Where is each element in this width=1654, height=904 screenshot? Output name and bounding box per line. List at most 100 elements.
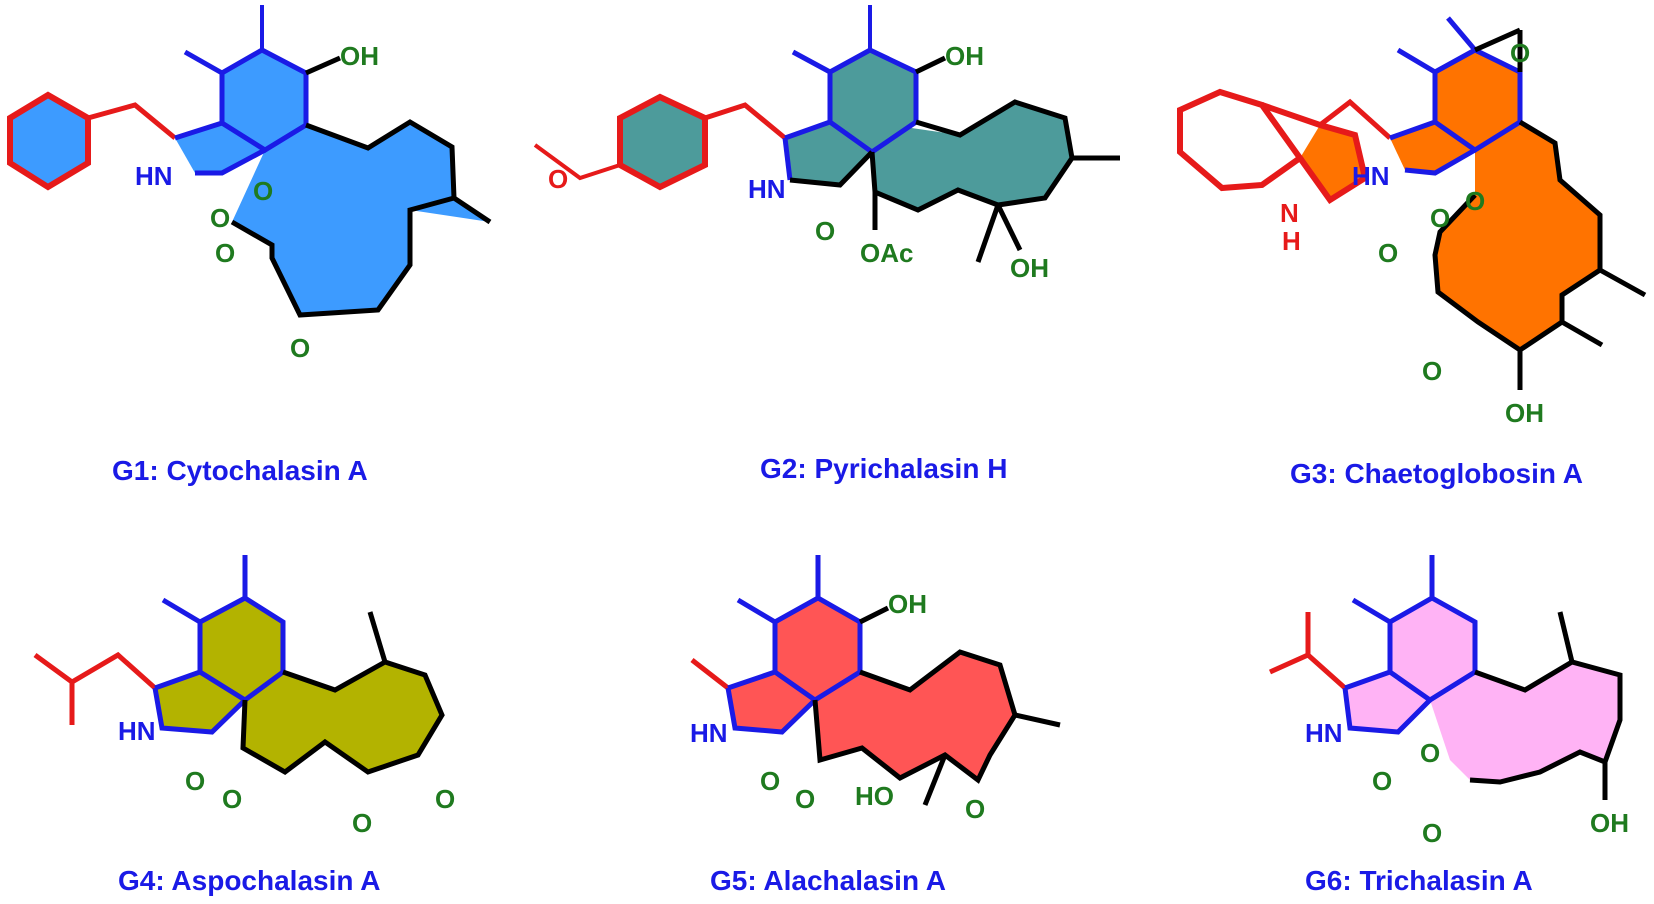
g1-o1-label: O [210, 203, 230, 233]
g4-methyl [161, 597, 202, 625]
g6-o2-label: O [1420, 738, 1440, 768]
compound-g3: O HN N H O O O O OH G3: Chaetoglobosin A [1177, 16, 1647, 489]
g1-phenyl-ring [7, 91, 91, 191]
g3-nh-label: HN [1352, 161, 1390, 191]
g3-o1-label: O [1430, 203, 1450, 233]
g5-macro-methyl [1014, 712, 1061, 728]
g1-core-bonds [174, 47, 309, 153]
g5-o1-label: O [760, 766, 780, 796]
g6-macrocycle-fill [1430, 662, 1620, 782]
g5-epoxide-label: O [965, 794, 985, 824]
g2-methyl [791, 49, 832, 75]
g3-macro-methyl2 [1560, 319, 1604, 348]
g4-macrocycle-fill [243, 662, 442, 772]
g2-o1-label: O [815, 216, 835, 246]
g3-pyrrole-ring [1261, 102, 1369, 205]
g4-lactam-bonds [152, 687, 247, 735]
g4-macro-methyl [367, 611, 388, 663]
g1-macrocycle-fill [232, 122, 490, 315]
g5-epo-methyl [922, 754, 948, 806]
g3-o2-label: O [1465, 186, 1485, 216]
g6-lactam-bonds [1342, 687, 1432, 735]
g2-methoxy-bond [533, 143, 621, 181]
g1-nh-label: HN [135, 161, 173, 191]
g3-caption: G3: Chaetoglobosin A [1290, 458, 1583, 489]
g5-lactam-bonds [725, 687, 817, 735]
g4-caption: G4: Aspochalasin A [118, 865, 380, 896]
g3-cyclohexane-fill [1435, 50, 1520, 150]
g5-oh-label: OH [888, 589, 927, 619]
g1-benzyl-linker [87, 102, 177, 140]
g3-pyrrole-fill [1300, 125, 1365, 200]
g3-epoxide-bond [1473, 27, 1522, 53]
g4-o4-label: O [435, 784, 455, 814]
g4-o3-label: O [352, 808, 372, 838]
g4-nh-label: HN [118, 716, 156, 746]
g3-benzo-ring [1177, 88, 1305, 192]
g6-cyclohexane-fill [1390, 598, 1475, 700]
g6-core-bonds [1344, 595, 1478, 703]
g4-core-bonds [154, 595, 286, 704]
g3-o3-label: O [1378, 238, 1398, 268]
g4-isobutyl [33, 651, 157, 690]
g2-cyclohexane-fill [830, 50, 916, 152]
g5-methyl [736, 597, 777, 625]
g1-cyclohexane-fill [222, 50, 306, 150]
g1-oh-label: OH [340, 41, 379, 71]
g4-cyclohexane-fill [200, 598, 283, 700]
g5-oh-bond [858, 605, 890, 625]
g3-methyl [1396, 47, 1437, 75]
g3-epoxide-label: O [1510, 38, 1530, 68]
g3-methyl2 [1446, 16, 1477, 52]
g1-macro-bonds [305, 119, 492, 225]
g5-macro-bonds [812, 649, 1018, 784]
compound-g1: OH HN O O O O G1: Cytochalasin A [7, 5, 492, 486]
g1-caption: G1: Cytochalasin A [112, 455, 368, 486]
g5-side-methyl [690, 658, 730, 690]
g2-oh2-label: OH [1010, 253, 1049, 283]
g3-indole-n-label: N [1280, 198, 1299, 228]
g1-o2-label: O [253, 176, 273, 206]
g3-indole-linker [1318, 98, 1392, 140]
g3-core-bonds [1389, 47, 1523, 153]
g1-o4-label: O [290, 333, 310, 363]
g5-ho-label: HO [855, 781, 894, 811]
g2-nh-label: HN [748, 174, 786, 204]
g1-lactam-bonds [195, 147, 267, 176]
g5-nh-label: HN [690, 718, 728, 748]
g2-ome-label: O [548, 164, 568, 194]
g3-oh-label: OH [1505, 398, 1544, 428]
g2-oh-label: OH [945, 41, 984, 71]
g6-nh-label: HN [1305, 718, 1343, 748]
g5-caption: G5: Alachalasin A [710, 865, 946, 896]
g6-o1-label: O [1372, 766, 1392, 796]
g4-macro-bonds [240, 659, 445, 775]
g6-methyl [1351, 597, 1392, 625]
g6-o3-label: O [1422, 818, 1442, 848]
g6-macro-bonds [1469, 659, 1623, 785]
g2-macrocycle-fill [870, 102, 1072, 210]
g1-phenyl-fill [10, 95, 88, 187]
g6-macro-methyl [1557, 611, 1575, 663]
compound-g4: HN O O O O G4: Aspochalasin A [33, 555, 455, 896]
compound-g2: OH HN O O OAc OH G2: Pyrichalasin H [533, 5, 1120, 484]
g3-indole-h-label: H [1282, 226, 1301, 256]
g6-oh-label: OH [1590, 808, 1629, 838]
g1-o3-label: O [215, 238, 235, 268]
g2-methyl2-bond [975, 204, 1001, 263]
g5-core-bonds [727, 595, 863, 703]
g6-caption: G6: Trichalasin A [1305, 865, 1533, 896]
compound-g6: HN O O O OH G6: Trichalasin A [1268, 555, 1629, 896]
g2-core-bonds [784, 47, 919, 156]
g2-oac-label: OAc [860, 238, 913, 268]
g2-oh-bond [914, 55, 947, 75]
g2-oh2-bond [995, 203, 1023, 252]
g3-o4-label: O [1422, 356, 1442, 386]
g2-benzyl-linker [704, 102, 787, 140]
g4-o2-label: O [222, 784, 242, 814]
g5-cyclohexane-fill [775, 598, 860, 700]
g6-isopropyl [1268, 652, 1347, 690]
g1-macro-bonds-2 [230, 195, 455, 318]
g3-macro-methyl [1598, 267, 1647, 298]
